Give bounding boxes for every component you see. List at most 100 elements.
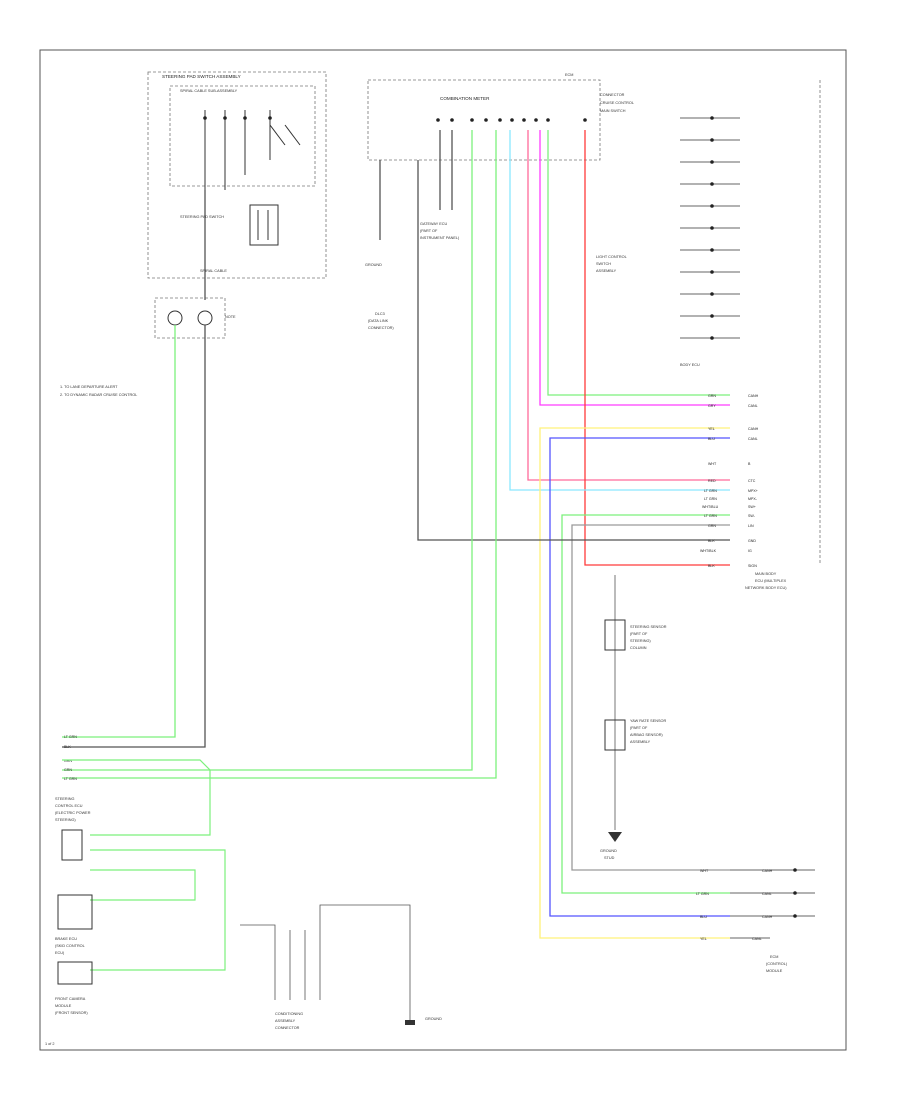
light-ctrl-l2: SWITCH (596, 262, 611, 266)
br-wire-1: LT GRN (696, 892, 709, 896)
note-1: 1. TO LANE DEPARTURE ALERT (60, 385, 118, 389)
steering-pad-title: STEERING PAD SWITCH ASSEMBLY (162, 74, 241, 79)
br-pin-1: CANL (762, 892, 772, 896)
wire-blue-1 (549, 437, 730, 917)
right-pin-name-7: MPX- (748, 497, 758, 501)
left-wire-4: LT GRN (64, 777, 77, 781)
brake-ecu-l3: ECU) (55, 951, 65, 955)
ground-label-top: GROUND (365, 263, 382, 267)
dlc3-l3: CONNECTOR) (368, 326, 394, 330)
left-wire-0: LT GRN (64, 735, 77, 739)
sensor-column: STEERING SENSOR (PART OF STEERING) COLUM… (600, 575, 667, 860)
steering-pad-switch-assembly: STEERING PAD SWITCH ASSEMBLY SPIRAL CABL… (147, 71, 327, 279)
spiral-cable-label: SPIRAL CABLE (200, 269, 227, 273)
right-pin-name-4: B (748, 462, 751, 466)
note-2: 2. TO DYNAMIC RADAR CRUISE CONTROL (60, 393, 137, 397)
right-pin-name-8: SW+ (748, 505, 756, 509)
right-pin-name-9: SW- (748, 514, 756, 518)
wire-green-4 (62, 130, 497, 779)
dlc3-l2: (DATA LINK (368, 319, 389, 323)
dlc3-l1: DLC3 (375, 312, 385, 316)
wire-gray-1 (571, 524, 730, 871)
right-pin-color-2: YEL (708, 427, 715, 431)
br-wire-2: BLU (700, 915, 707, 919)
page-ref: 1 of 2 (45, 1042, 55, 1046)
steering-pad-box-label: STEERING PAD SWITCH (180, 215, 224, 219)
combination-meter-block: COMBINATION METER ECM CONNECTOR CRUISE C… (367, 73, 634, 161)
gateway-l3: INSTRUMENT PANEL) (420, 236, 460, 240)
left-wire-3: GRN (64, 768, 72, 772)
ground-bot-l2: STUD (604, 856, 615, 860)
right-terminal-column: BODY ECU MAIN BODY ECU (MULTIPLEX NETWOR… (680, 80, 821, 590)
ecm-connector-label: CONNECTOR (600, 93, 625, 97)
sensor-right-l1: MAIN BODY (755, 572, 777, 576)
right-pin-color-8: WHT/BLU (702, 505, 719, 509)
right-pin-color-0: GRN (708, 394, 716, 398)
top-connectors (436, 118, 587, 122)
spiral-cable-sub-title: SPIRAL CABLE SUB-ASSEMBLY (180, 89, 238, 93)
diagram-frame (39, 49, 847, 1051)
wire-green-5 (62, 325, 176, 738)
bottom-right-connector: WHT LT GRN BLU YEL CANH CANL CANH CANL E… (696, 868, 815, 973)
wire-yellow-1 (539, 427, 730, 939)
ecm-bot-l2: (CONTROL) (766, 962, 788, 966)
body-ecu-label: BODY ECU (680, 363, 700, 367)
gateway-l2: (PART OF (420, 229, 438, 233)
sensor-right-l3: NETWORK BODY ECU) (745, 586, 787, 590)
ground-bot-l1: GROUND (600, 849, 617, 853)
right-pin-name-13: SIGN (748, 564, 757, 568)
ground-label-bottom: GROUND (425, 1017, 442, 1021)
wire-black-2 (62, 325, 206, 748)
steer-ecu-l1: STEERING (55, 797, 74, 801)
brake-ecu-l2: (SKID CONTROL (55, 944, 85, 948)
yaw-l4: ASSEMBLY (630, 740, 651, 744)
front-ecu-l3: (FRONT SENSOR) (55, 1011, 88, 1015)
wire-magenta-1 (539, 130, 730, 406)
steer-sensor-l1: STEERING SENSOR (630, 625, 667, 629)
wire-green-1 (547, 130, 730, 396)
ecm-cruise-label: CRUISE CONTROL (600, 101, 634, 105)
wire-green-3 (62, 130, 473, 771)
steer-ecu-l3: (ELECTRIC POWER (55, 811, 91, 815)
right-pin-name-1: CANL (748, 404, 758, 408)
steer-sensor-l2: (PART OF (630, 632, 648, 636)
combo-sw-l1: CONDITIONING (275, 1012, 303, 1016)
front-ecu-l1: FRONT CAMERA (55, 997, 86, 1001)
steer-ecu-l2: CONTROL ECU (55, 804, 83, 808)
br-wire-0: WHT (700, 869, 709, 873)
light-ctrl-l1: LIGHT CONTROL (596, 255, 627, 259)
right-pin-color-11: BLK (708, 539, 715, 543)
ecm-main-switch-label: MAIN SWITCH (600, 109, 626, 113)
right-pin-name-12: IG (748, 549, 752, 553)
right-pin-name-11: GND (748, 539, 756, 543)
wire-pink-1 (527, 130, 730, 481)
right-pin-color-1: GRY (708, 404, 716, 408)
brake-ecu-l1: BRAKE ECU (55, 937, 77, 941)
steer-ecu-l4: STEERING) (55, 818, 76, 822)
yaw-l1: YAW RATE SENSOR (630, 719, 666, 723)
wire-green-2 (561, 514, 730, 894)
combination-meter-label: COMBINATION METER (440, 96, 490, 101)
wire-black-1 (417, 160, 730, 541)
ecm-bot-l3: MODULE (766, 969, 783, 973)
light-ctrl-l3: ASSEMBLY (596, 269, 617, 273)
ecm-bot-l1: ECM (770, 955, 778, 959)
right-pin-color-13: BLK (708, 564, 715, 568)
bottom-left-block: LT GRN BLK GRN GRN LT GRN STEERING CONTR… (55, 735, 226, 1015)
right-pin-color-10: GRN (708, 524, 716, 528)
right-pin-labels: GRN GRY YEL BLU WHT RED LT GRN LT GRN WH… (700, 394, 759, 568)
right-pin-name-3: CANL (748, 437, 758, 441)
spiral-note-label: NOTE (225, 315, 236, 319)
right-pin-color-12: WHT/BLK (700, 549, 717, 553)
wire-red-1 (584, 130, 730, 566)
sensor-right-l2: ECU (MULTIPLEX (755, 579, 787, 583)
right-pin-name-0: CANH (748, 394, 759, 398)
steer-sensor-l4: COLUMN (630, 646, 647, 650)
right-pin-name-5: CTC (748, 479, 756, 483)
right-pin-name-10: LIN (748, 524, 754, 528)
br-pin-3: CANL (752, 937, 762, 941)
ecm-top-title: ECM (565, 73, 573, 77)
br-wire-3: YEL (700, 937, 707, 941)
br-pin-0: CANH (762, 869, 773, 873)
